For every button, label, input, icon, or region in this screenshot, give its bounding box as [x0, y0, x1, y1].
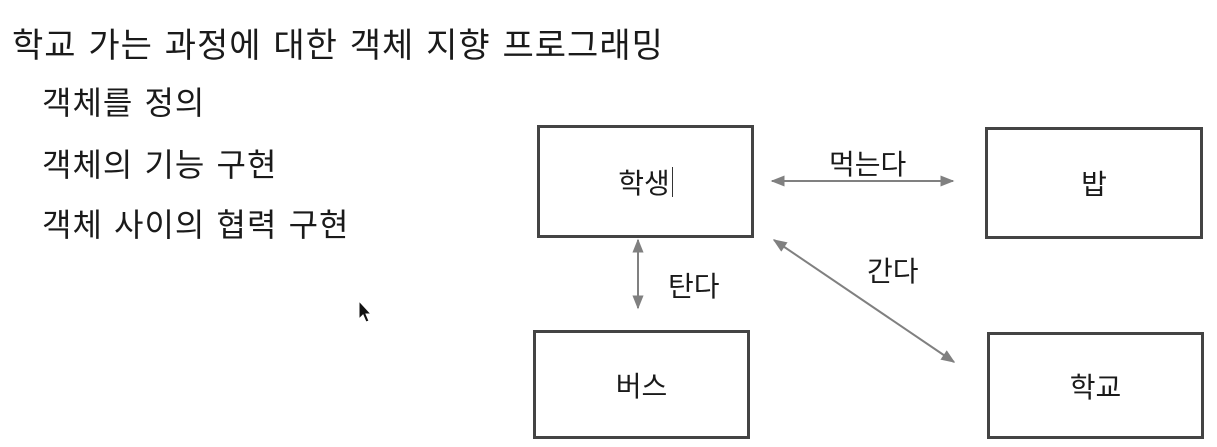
- object-box-rice: 밥: [985, 127, 1203, 239]
- text-caret: [671, 166, 673, 197]
- relation-label-ride: 탄다: [668, 270, 720, 303]
- bullet-implement-collaboration: 객체 사이의 협력 구현: [42, 206, 350, 244]
- slide-title: 학교 가는 과정에 대한 객체 지향 프로그래밍: [12, 26, 664, 66]
- arrow-student-school: [772, 239, 956, 363]
- bullet-define-objects: 객체를 정의: [42, 84, 206, 122]
- bullet-implement-functions: 객체의 기능 구현: [42, 146, 278, 184]
- object-label-student: 학생: [618, 166, 670, 200]
- mouse-pointer-icon: [358, 300, 373, 323]
- relation-label-go: 간다: [867, 255, 919, 288]
- object-box-school: 학교: [987, 332, 1204, 439]
- object-label-rice: 밥: [1081, 168, 1107, 201]
- object-label-bus: 버스: [615, 369, 668, 403]
- object-label-school: 학교: [1069, 370, 1122, 404]
- relation-label-eat: 먹는다: [829, 148, 907, 181]
- object-box-student: 학생: [537, 125, 754, 238]
- object-box-bus: 버스: [533, 330, 750, 439]
